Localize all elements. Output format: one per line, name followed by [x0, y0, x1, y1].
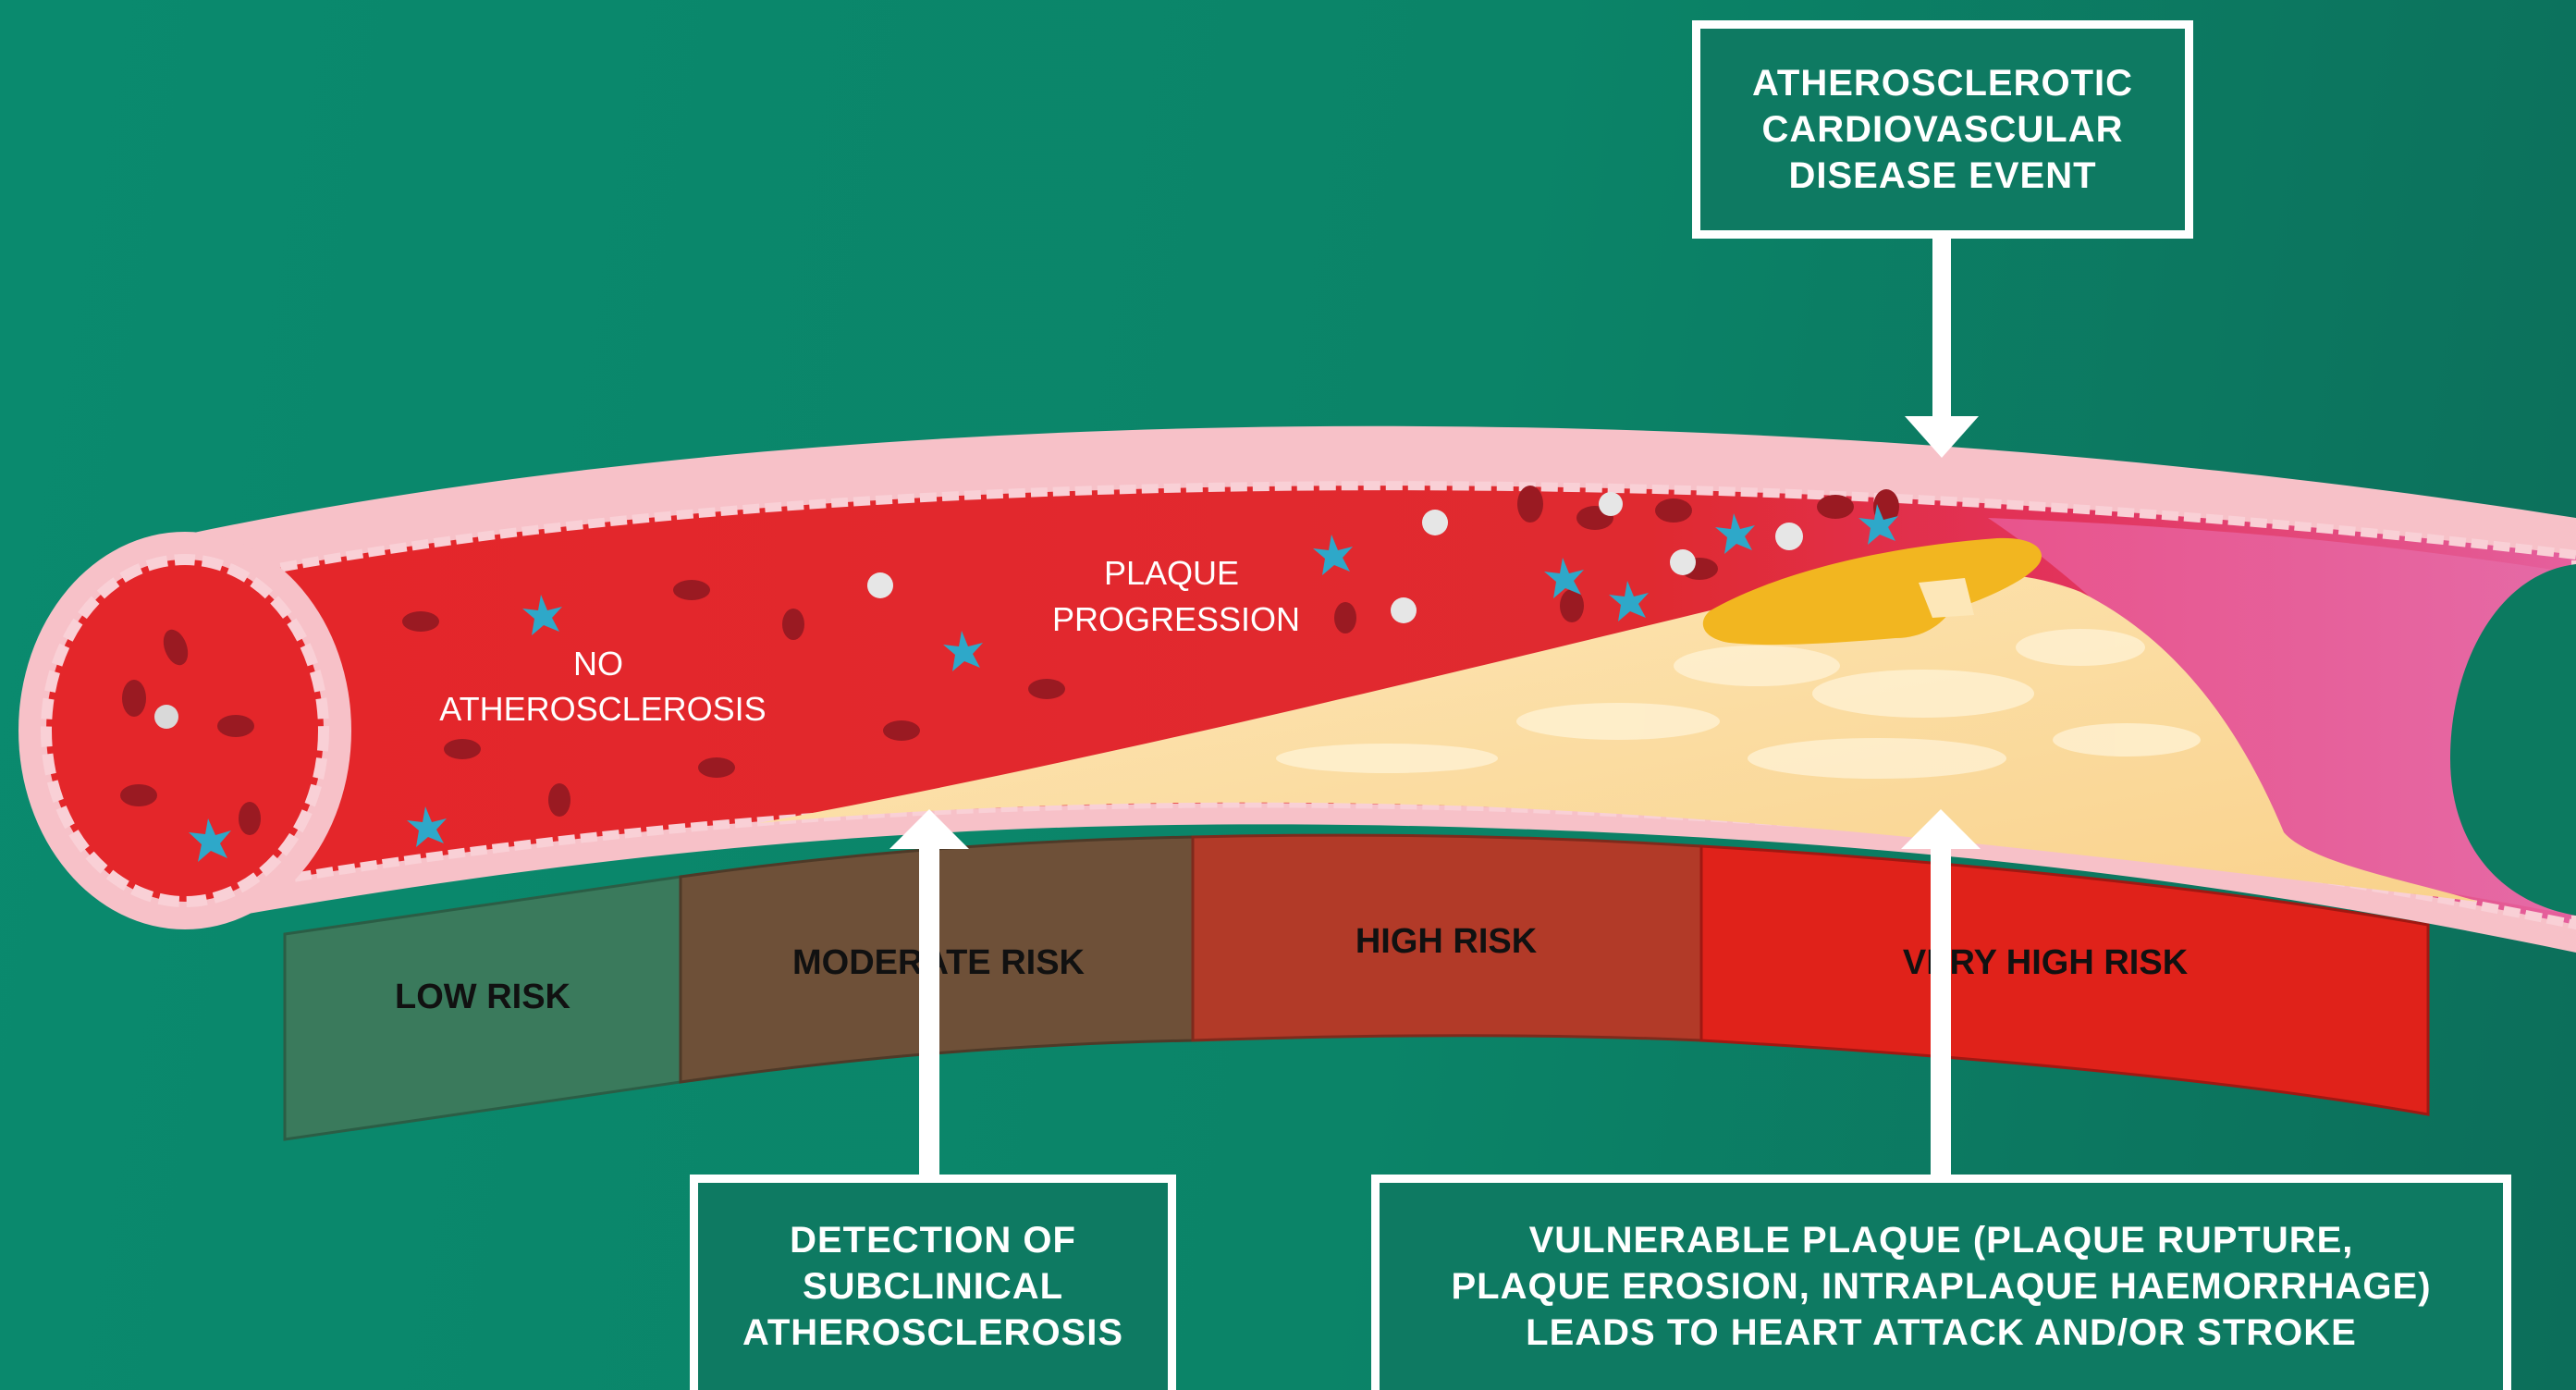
callout-vulnerable-line-2: PLAQUE EROSION, INTRAPLAQUE HAEMORRHAGE) — [1380, 1263, 2503, 1310]
risk-label-low: LOW RISK — [395, 978, 571, 1016]
callout-vulnerable-line-1: VULNERABLE PLAQUE (PLAQUE RUPTURE, — [1380, 1217, 2503, 1263]
callout-detection-line-1: DETECTION OF — [698, 1217, 1168, 1263]
label-plaque-progression-line-2: PROGRESSION — [1052, 600, 1300, 638]
risk-label-high: HIGH RISK — [1355, 922, 1538, 961]
label-no-atherosclerosis-line-1: NO — [573, 645, 623, 683]
callout-vulnerable-line-3: LEADS TO HEART ATTACK AND/OR STROKE — [1380, 1310, 2503, 1356]
callout-detection-line-3: ATHEROSCLEROSIS — [698, 1310, 1168, 1356]
callout-cvd-event-line-2: CARDIOVASCULAR — [1700, 106, 2185, 153]
callout-detection-line-2: SUBCLINICAL — [698, 1263, 1168, 1310]
vessel-cross-section — [18, 532, 351, 929]
callout-vulnerable-plaque: VULNERABLE PLAQUE (PLAQUE RUPTURE, PLAQU… — [1371, 1175, 2511, 1390]
callout-cvd-event-line-3: DISEASE EVENT — [1700, 153, 2185, 199]
arrow-event — [1905, 236, 1979, 458]
callout-cvd-event: ATHEROSCLEROTIC CARDIOVASCULAR DISEASE E… — [1692, 20, 2193, 239]
label-no-atherosclerosis-line-2: ATHEROSCLEROSIS — [439, 690, 766, 728]
risk-scale — [285, 835, 2428, 1139]
callout-cvd-event-line-1: ATHEROSCLEROTIC — [1700, 60, 2185, 106]
callout-detection: DETECTION OF SUBCLINICAL ATHEROSCLEROSIS — [690, 1175, 1176, 1390]
label-plaque-progression-line-1: PLAQUE — [1104, 554, 1239, 592]
